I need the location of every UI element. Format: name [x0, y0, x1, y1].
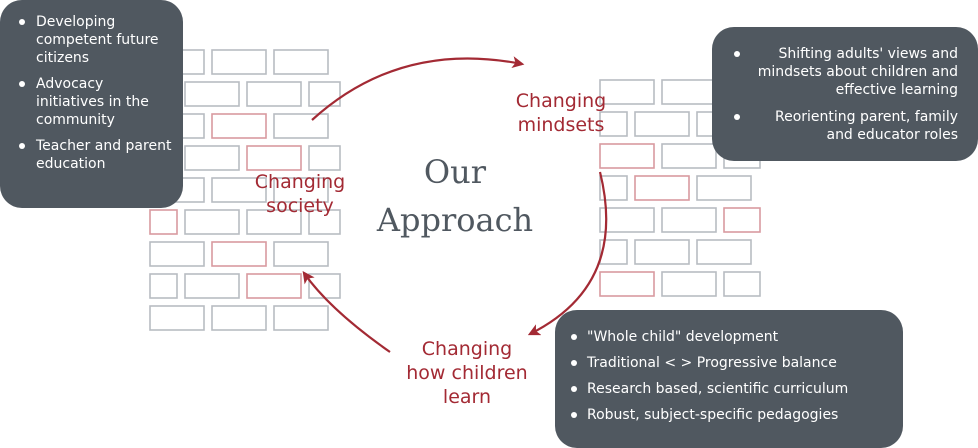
brick [246, 209, 302, 235]
stage-label-society: Changing society [254, 171, 346, 217]
brick [184, 209, 240, 235]
brick [211, 113, 267, 139]
center-title: Our Approach [376, 153, 534, 239]
brick [723, 207, 761, 233]
brick [634, 175, 690, 201]
brick [599, 111, 628, 137]
brick [246, 273, 302, 299]
brick [149, 273, 178, 299]
bullet-item: "Whole child" development [571, 328, 891, 346]
brick [273, 49, 329, 75]
children-learning-bullet-list: "Whole child" development Traditional < … [571, 328, 891, 424]
brick [634, 239, 690, 265]
brick [273, 113, 329, 139]
brick [661, 271, 717, 297]
brick [184, 273, 240, 299]
brick [246, 81, 302, 107]
brick [696, 175, 752, 201]
brick [308, 145, 341, 171]
brick [149, 241, 205, 267]
society-bullet-list: Developing competent future citizens Adv… [19, 13, 173, 173]
brick [308, 209, 341, 235]
arrow-society-to-mindsets [311, 56, 525, 121]
brick [211, 305, 267, 331]
brick [661, 143, 717, 169]
bullet-item: Developing competent future citizens [19, 13, 173, 67]
bullet-item: Traditional < > Progressive balance [571, 354, 891, 372]
brick [149, 209, 178, 235]
brick [184, 145, 240, 171]
brick [273, 305, 329, 331]
info-box-children-learning: "Whole child" development Traditional < … [555, 310, 903, 448]
arrow-mindsets-to-children [527, 171, 608, 336]
bullet-item: Shifting adults' views and mindsets abou… [732, 45, 958, 99]
brick [211, 241, 267, 267]
brick [696, 239, 752, 265]
info-box-mindsets: Shifting adults' views and mindsets abou… [712, 27, 978, 161]
brick [273, 241, 329, 267]
brick [723, 271, 761, 297]
bullet-item: Teacher and parent education [19, 138, 172, 172]
stage-label-children-learning: Changing how children learn [406, 338, 528, 408]
brick [599, 143, 655, 169]
brick [211, 177, 267, 203]
brick [211, 49, 267, 75]
brick [273, 177, 329, 203]
brick [308, 81, 341, 107]
brick [661, 207, 717, 233]
brick [184, 81, 240, 107]
brick [599, 239, 628, 265]
brick [634, 111, 690, 137]
info-box-society: Developing competent future citizens Adv… [0, 0, 183, 208]
bullet-item: Robust, subject-specific pedagogies [571, 406, 891, 424]
bullet-item: Advocacy initiatives in the community [19, 75, 173, 129]
brick [149, 305, 205, 331]
mindsets-bullet-list: Shifting adults' views and mindsets abou… [732, 45, 958, 144]
arrow-children-to-society [302, 271, 391, 353]
bullet-item: Reorienting parent, family and educator … [732, 108, 958, 144]
brick [599, 175, 628, 201]
brick [599, 207, 655, 233]
brick [599, 271, 655, 297]
brick [599, 79, 655, 105]
stage-label-mindsets: Changing mindsets [515, 90, 607, 136]
bullet-item: Research based, scientific curriculum [571, 380, 891, 398]
brick [246, 145, 302, 171]
